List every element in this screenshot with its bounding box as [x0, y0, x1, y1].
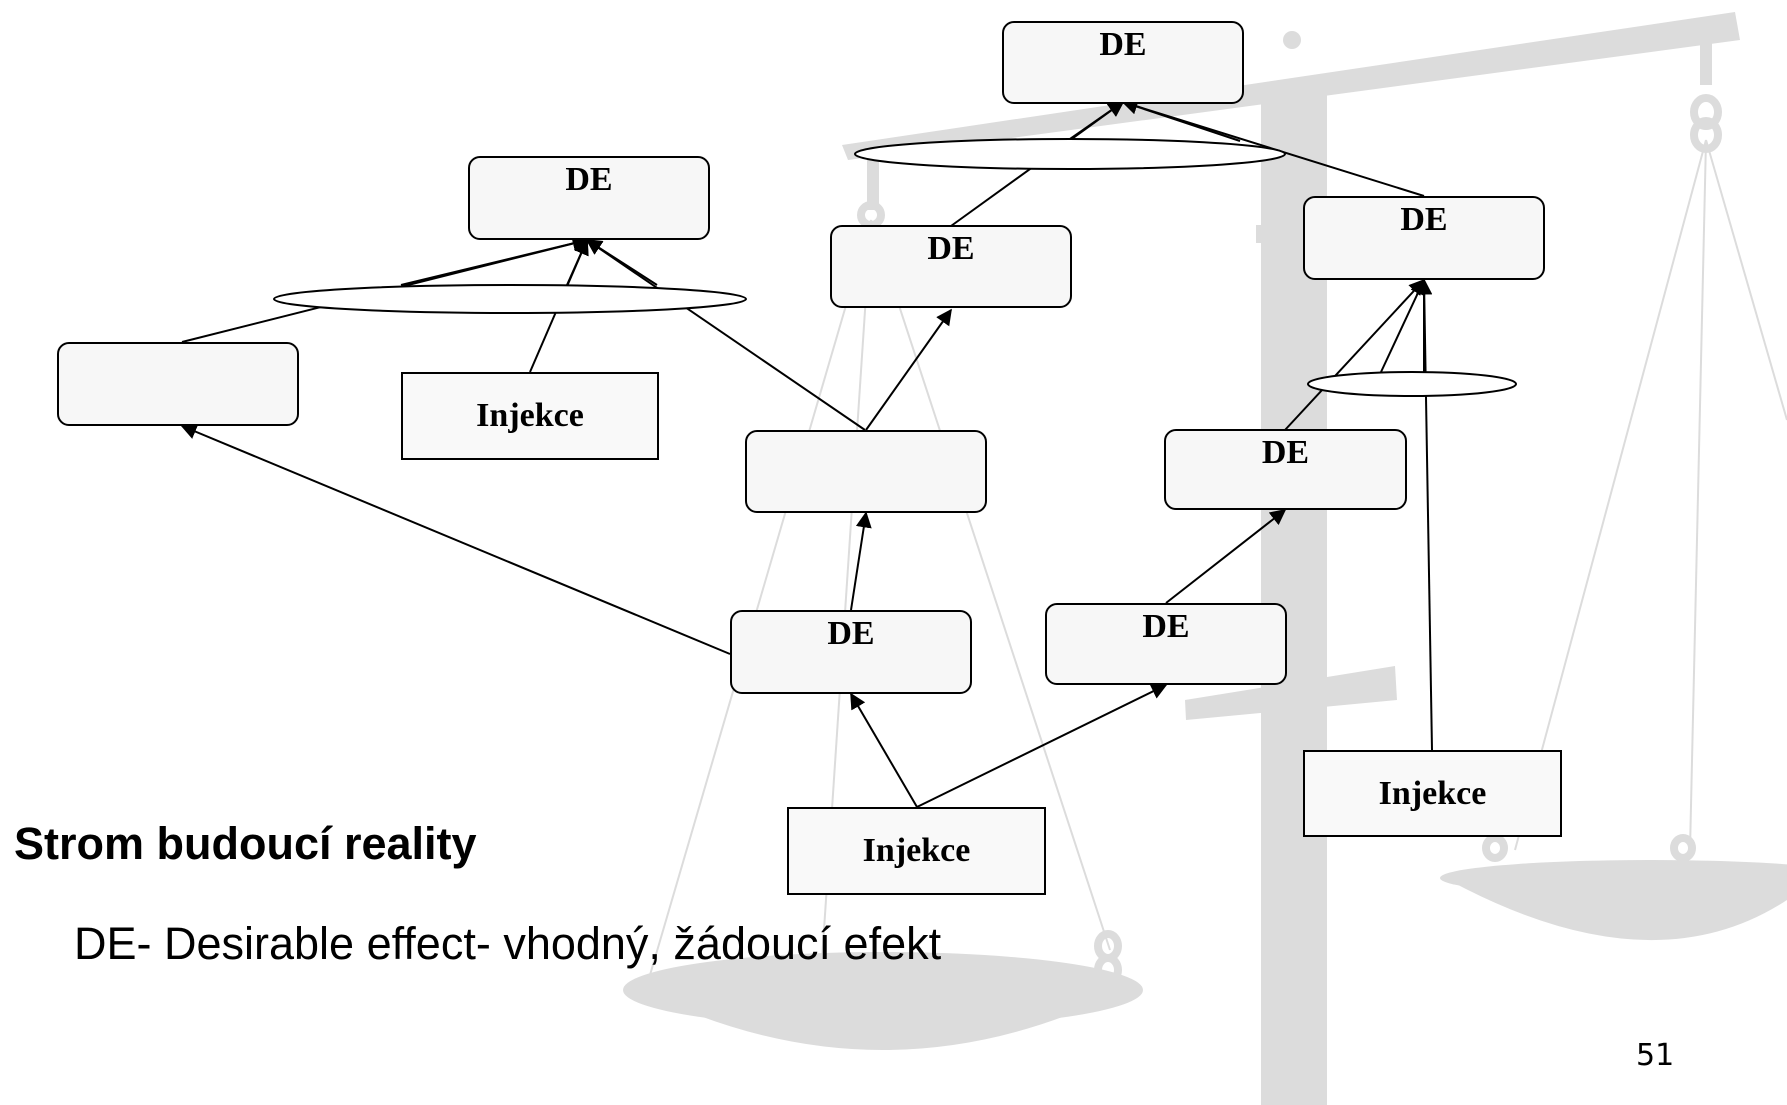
- arrow-injekce-center-to-de-center-lower: [850, 692, 918, 808]
- and-ellipse-right: [1307, 371, 1517, 397]
- page-number: 51: [1636, 1038, 1675, 1073]
- node-injekce-center: Injekce: [787, 807, 1046, 895]
- arrow-de-center-lower-to-blank-left: [180, 424, 731, 655]
- node-injekce-left: Injekce: [401, 372, 659, 460]
- arrow-blank-center-to-de-left-top: [585, 239, 866, 431]
- arrow-blank-center-to-de-center-upper: [865, 308, 952, 431]
- node-de-left-top: DE: [468, 156, 710, 240]
- arrow-injekce-center-to-de-right-lower: [916, 684, 1168, 808]
- slide-title: Strom budoucí reality: [14, 818, 477, 869]
- node-blank-left: [57, 342, 299, 426]
- node-de-center-upper: DE: [830, 225, 1072, 308]
- arrow-de-right-middle-to-de-right-upper: [1284, 278, 1426, 431]
- node-de-right-middle: DE: [1164, 429, 1407, 510]
- slide-subtitle: DE- Desirable effect- vhodný, žádoucí ef…: [74, 918, 942, 969]
- node-de-right-upper: DE: [1303, 196, 1545, 280]
- and-ellipse-top: [854, 138, 1286, 170]
- arrow-injekce-right-to-de-right-upper: [1416, 278, 1433, 751]
- and-ellipse-left: [273, 284, 747, 314]
- node-de-top: DE: [1002, 21, 1244, 104]
- arrow-de-center-lower-to-blank-center: [850, 511, 872, 611]
- node-de-right-lower: DE: [1045, 603, 1287, 685]
- arrow-de-right-lower-to-de-right-middle: [1165, 509, 1287, 604]
- node-blank-center: [745, 430, 987, 513]
- node-de-center-lower: DE: [730, 610, 972, 694]
- node-injekce-right: Injekce: [1303, 750, 1562, 837]
